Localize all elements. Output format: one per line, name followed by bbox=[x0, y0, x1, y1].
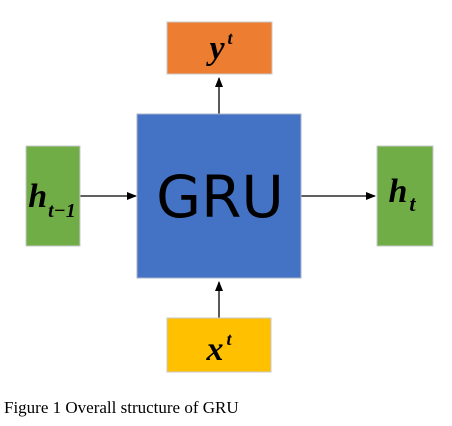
prev-state-sub: t−1 bbox=[48, 200, 76, 222]
next-state-box bbox=[376, 145, 434, 247]
prev-state-base: h bbox=[28, 178, 47, 215]
next-state-label: ht bbox=[388, 173, 416, 216]
input-x-sup: t bbox=[226, 329, 232, 349]
figure-caption: Figure 1 Overall structure of GRU bbox=[4, 398, 239, 417]
gru-box bbox=[136, 113, 302, 279]
input-x-box bbox=[166, 317, 272, 373]
next-state-sub: t bbox=[409, 191, 416, 216]
output-y-sup: t bbox=[228, 28, 234, 48]
output-y-box bbox=[166, 21, 273, 75]
next-state-base: h bbox=[388, 173, 407, 210]
output-y-base: y bbox=[205, 30, 225, 67]
input-x-base: x bbox=[205, 331, 223, 368]
prev-state-box bbox=[25, 145, 81, 247]
prev-state-label: ht−1 bbox=[28, 178, 76, 222]
gru-label: GRU bbox=[156, 163, 284, 231]
